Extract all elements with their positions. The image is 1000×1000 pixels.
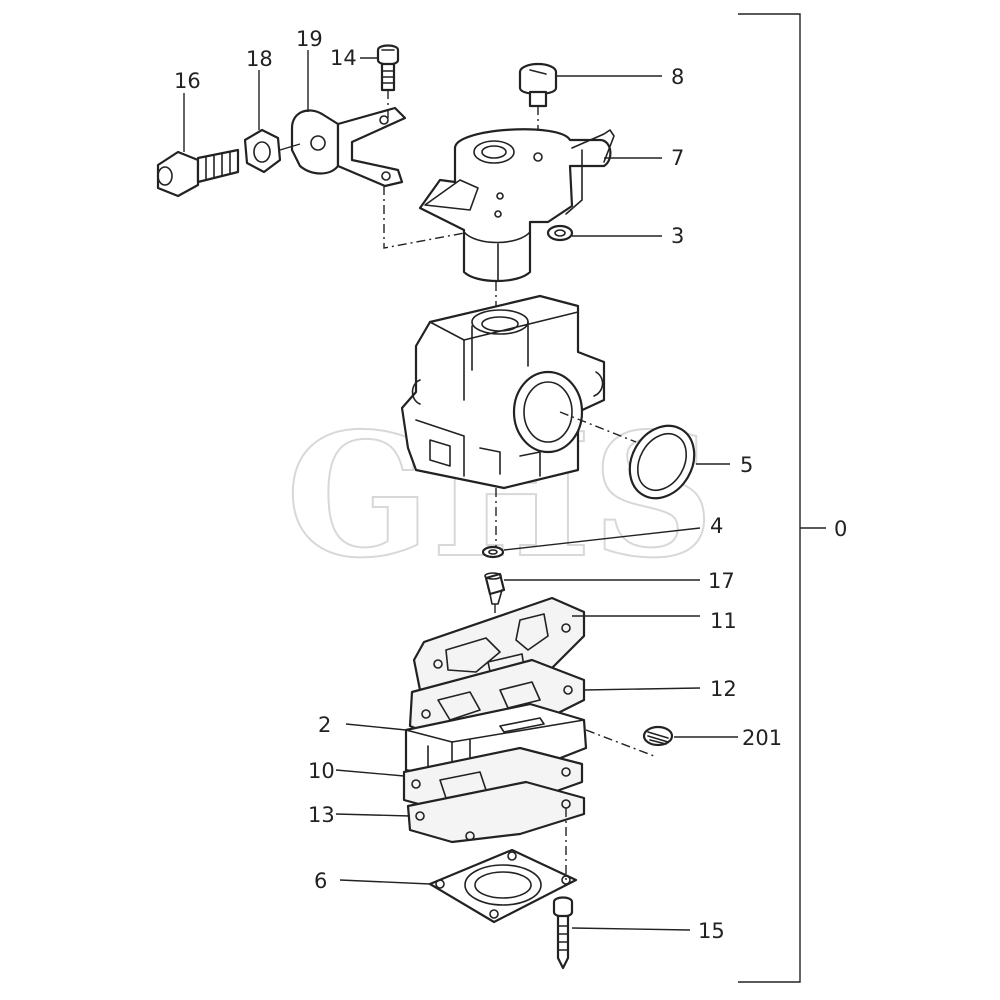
- leader-2: [345, 723, 407, 731]
- callout-4: 4: [710, 514, 723, 538]
- callout-12: 12: [710, 677, 737, 701]
- callout-15: 15: [698, 919, 725, 943]
- callout-2: 2: [318, 713, 331, 737]
- part-14-screw: [376, 44, 400, 92]
- callout-7: 7: [671, 146, 684, 170]
- callout-19: 19: [296, 27, 323, 51]
- callout-5: 5: [740, 453, 753, 477]
- callout-10: 10: [308, 759, 335, 783]
- callout-8: 8: [671, 65, 684, 89]
- part-4-washer: [481, 545, 505, 559]
- part-13-diaphragm: [406, 780, 586, 844]
- callout-18: 18: [246, 47, 273, 71]
- callout-201: 201: [742, 726, 782, 750]
- axis-nut-lever: [279, 143, 301, 151]
- axis-lever-to-body: [383, 186, 471, 249]
- leader-10: [335, 769, 405, 777]
- leader-15: [571, 927, 691, 931]
- assembly-bracket: [738, 13, 801, 983]
- callout-14: 14: [330, 46, 357, 70]
- callout-13: 13: [308, 803, 335, 827]
- part-19-lever: [290, 106, 407, 188]
- callout-11: 11: [710, 609, 737, 633]
- part-7-throttle-body: [418, 128, 615, 282]
- part-15-screw: [552, 896, 574, 970]
- part-16-hex-nipple: [156, 148, 240, 198]
- part-3-washer: [546, 224, 574, 242]
- callout-0: 0: [834, 517, 847, 541]
- callout-16: 16: [174, 69, 201, 93]
- axis-plug-201: [585, 729, 655, 757]
- part-5-ring: [628, 424, 696, 500]
- part-18-nut: [243, 128, 282, 174]
- leader-13: [335, 813, 411, 817]
- part-6-cover: [428, 848, 578, 924]
- leader-6: [339, 879, 431, 885]
- callout-6: 6: [314, 869, 327, 893]
- carburetor-main-body: [400, 294, 606, 490]
- part-17-jet: [484, 572, 506, 605]
- axis-ring-5: [559, 411, 637, 443]
- callout-3: 3: [671, 224, 684, 248]
- part-8-adjust-screw: [518, 62, 558, 108]
- leader-4: [503, 527, 701, 551]
- part-201-plug: [642, 725, 674, 747]
- leader-12: [583, 687, 701, 691]
- callout-17: 17: [708, 569, 735, 593]
